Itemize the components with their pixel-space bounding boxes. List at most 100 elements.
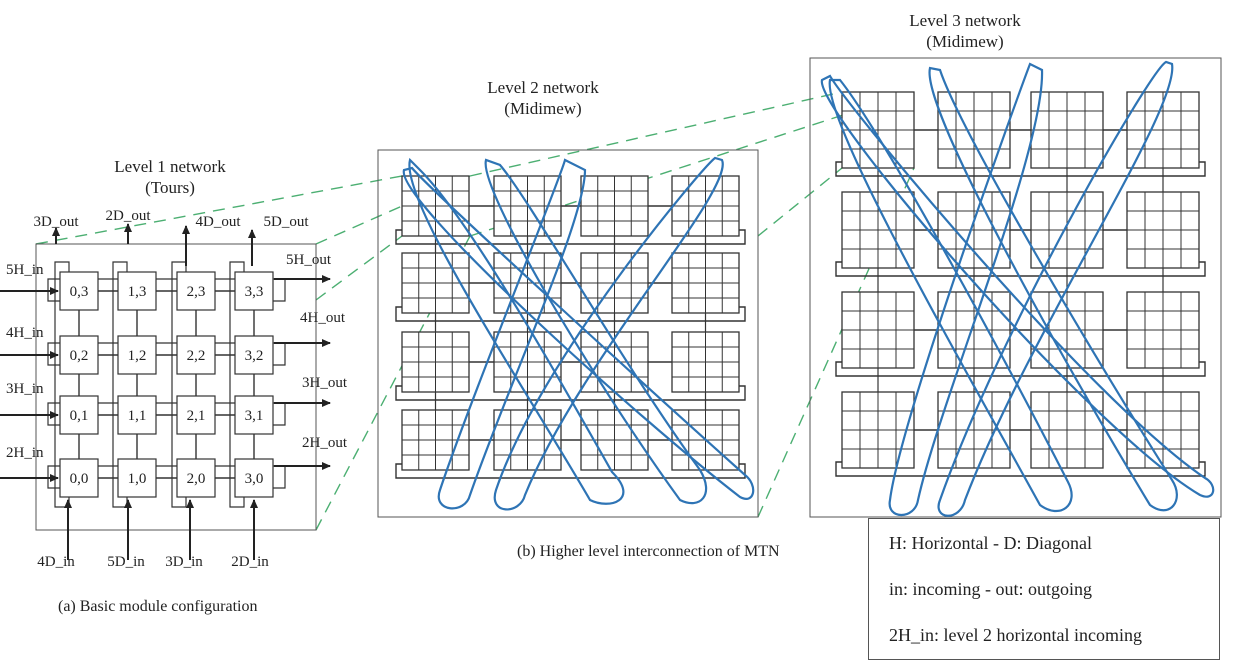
basic-module [401,175,470,237]
projection-line [757,167,843,237]
router-node-box [59,335,99,375]
row-wrap-link [395,463,746,479]
router-node-label: 2,2 [187,348,206,364]
midimew-link [888,62,1044,516]
basic-module [580,175,649,237]
row-wrap-link [47,402,286,426]
midimew-link [493,156,724,511]
midimew-link [402,166,755,500]
router-node: 2,1 [176,395,216,435]
router-node: 2,0 [176,458,216,498]
router-node-label: 3,1 [245,408,264,424]
basic-module [841,91,915,169]
level1-nodes: 0,3 1,3 2,3 3,3 0,2 1,2 2,2 3,2 0,1 1,1 2,1 3,1 0,0 1… [59,271,274,498]
router-node: 3,1 [234,395,274,435]
router-node-label: 1,3 [128,284,147,300]
router-node: 1,0 [117,458,157,498]
row-wrap-link [47,278,286,302]
basic-module [671,331,740,393]
midimew-diagonal-links [820,60,1215,517]
port-label-4h-out: 4H_out [300,310,346,326]
midimew-link [937,60,1174,517]
basic-module [493,175,562,237]
row-wrap-link [47,342,286,366]
legend-line-direction: in: incoming - out: outgoing [889,579,1092,599]
port-label-5d-in: 5D_in [107,554,145,570]
port-label-4d-in: 4D_in [37,554,75,570]
level1-subtitle: (Tours) [145,178,195,197]
router-node-label: 3,0 [245,471,264,487]
projection-line [315,235,403,301]
router-node-box [176,335,216,375]
projection-line [35,175,403,245]
module-grid [401,175,740,471]
projection-line [757,167,915,518]
level1-border [35,243,317,531]
level2-subtitle: (Midimew) [504,99,581,118]
basic-module [937,191,1011,269]
port-label-2d-in: 2D_in [231,554,269,570]
port-label-5h-in: 5H_in [6,262,44,278]
router-node: 1,2 [117,335,157,375]
basic-module [841,291,915,369]
legend-box: H: Horizontal - D: Diagonal in: incoming… [868,518,1220,660]
router-node-box [176,271,216,311]
router-node-label: 2,0 [187,471,206,487]
router-node-box [176,395,216,435]
router-node-label: 2,1 [187,408,206,424]
basic-module [1030,91,1104,169]
level2-title: Level 2 network [487,78,599,97]
basic-module [401,331,470,393]
router-node-label: 2,3 [187,284,206,300]
router-node: 3,3 [234,271,274,311]
router-node-label: 3,3 [245,284,264,300]
caption-b: (b) Higher level interconnection of MTN [517,543,780,560]
basic-module [580,252,649,314]
router-node: 0,2 [59,335,99,375]
projection-line [315,235,471,531]
router-node-box [234,395,274,435]
port-label-2d-out: 2D_out [106,208,152,224]
router-node: 1,3 [117,271,157,311]
router-node-label: 0,2 [70,348,89,364]
row-wrap-link [47,465,286,489]
router-node-label: 0,0 [70,471,89,487]
router-node: 2,3 [176,271,216,311]
router-node-label: 1,0 [128,471,147,487]
port-label-3h-out: 3H_out [302,375,348,391]
port-label-2h-in: 2H_in [6,445,44,461]
router-node-box [234,458,274,498]
midimew-link [820,74,1215,498]
caption-a: (a) Basic module configuration [58,598,258,615]
midimew-link [484,158,708,505]
router-node-box [59,271,99,311]
legend-line-example: 2H_in: level 2 horizontal incoming [889,625,1142,645]
router-node-label: 3,2 [245,348,264,364]
basic-module [937,91,1011,169]
projection-line [469,91,843,177]
level2-modules [395,156,755,511]
port-label-3d-in: 3D_in [165,554,203,570]
router-node-box [117,458,157,498]
router-node: 0,0 [59,458,99,498]
port-label-5h-out: 5H_out [286,252,332,268]
level3-network: Level 3 network (Midimew) [809,11,1222,518]
level1-module: 0,3 1,3 2,3 3,3 0,2 1,2 2,2 3,2 0,1 1,1 2,1 3,1 0,0 1… [0,157,348,615]
level3-border [809,57,1222,518]
level2-network: Level 2 network (Midimew) [377,78,759,518]
basic-module [671,252,740,314]
router-node-label: 1,1 [128,408,147,424]
router-node-box [176,458,216,498]
basic-module [1126,391,1200,469]
router-node: 0,1 [59,395,99,435]
router-node: 1,1 [117,395,157,435]
router-node-box [117,271,157,311]
router-node: 3,0 [234,458,274,498]
router-node-label: 1,2 [128,348,147,364]
level2-border [377,149,759,518]
midimew-link [928,66,1178,512]
level1-title: Level 1 network [114,157,226,176]
router-node: 0,3 [59,271,99,311]
router-node-label: 0,1 [70,408,89,424]
midimew-diagonal-links [402,156,755,511]
